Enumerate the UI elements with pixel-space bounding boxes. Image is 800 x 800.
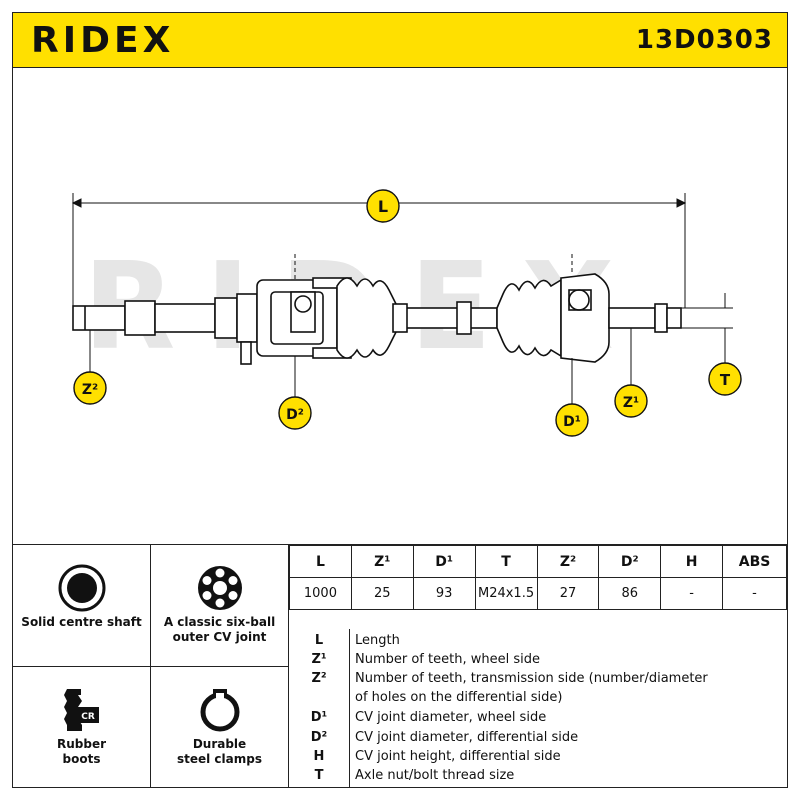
driveshaft-drawing: RIDEX	[71, 189, 742, 437]
product-sheet: RIDEX 13D0303 RIDEX	[12, 12, 788, 788]
spec-value: 25	[350, 577, 414, 610]
spec-header-row: L Z¹ D¹ T Z² D² H ABS	[289, 545, 787, 578]
legend-desc: of holes on the differential side)	[355, 690, 563, 705]
header-bar: RIDEX 13D0303	[13, 13, 787, 68]
steel-clamp-icon	[200, 689, 240, 732]
spec-value: -	[660, 577, 724, 610]
svg-text:L: L	[378, 197, 388, 216]
spec-header: H	[660, 545, 724, 578]
legend-key: D¹	[310, 710, 328, 725]
spec-value: 93	[412, 577, 476, 610]
solid-shaft-icon	[58, 564, 106, 612]
legend-divider	[349, 629, 350, 787]
legend-desc: Number of teeth, transmission side (numb…	[355, 671, 708, 686]
feature-solid-shaft: Solid centre shaft	[13, 545, 151, 667]
centre-shaft	[396, 307, 498, 329]
spec-header: ABS	[722, 545, 787, 578]
svg-text:T: T	[720, 371, 731, 389]
callout-d1: D¹	[555, 403, 589, 437]
driveshaft	[72, 273, 682, 365]
spec-value: 1000	[289, 577, 352, 610]
spec-value: 86	[598, 577, 662, 610]
legend-key: Z²	[311, 671, 327, 686]
callout-d2: D²	[278, 396, 312, 430]
callout-t: T	[708, 362, 742, 396]
svg-text:Z¹: Z¹	[623, 395, 639, 411]
brand-logo: RIDEX	[31, 22, 174, 58]
svg-text:D²: D²	[286, 407, 304, 423]
legend-key: L	[314, 633, 324, 648]
rubber-boot-icon: CR	[64, 689, 99, 731]
spec-header: Z¹	[350, 545, 414, 578]
svg-text:CR: CR	[81, 712, 95, 722]
outer-cv-joint	[560, 273, 610, 363]
legend-row: T Axle nut/bolt thread size	[289, 768, 787, 787]
spec-value: -	[722, 577, 787, 610]
feature-label: Rubber boots	[56, 737, 107, 766]
legend-desc: Axle nut/bolt thread size	[355, 768, 515, 783]
legend-key: Z¹	[311, 652, 327, 667]
legend-desc: CV joint diameter, differential side	[355, 730, 579, 745]
legend-desc: CV joint height, differential side	[355, 749, 561, 764]
wheel-side-stub	[608, 307, 656, 329]
part-number: 13D0303	[635, 25, 773, 55]
svg-text:RIDEX: RIDEX	[31, 22, 174, 58]
spec-value-row: 1000 25 93 M24x1.5 27 86 - -	[289, 577, 787, 610]
spec-header: D²	[598, 545, 662, 578]
legend-key: D²	[310, 730, 328, 745]
spec-header: L	[289, 545, 352, 578]
spec-value: 27	[536, 577, 600, 610]
legend-row: H CV joint height, differential side	[289, 749, 787, 769]
callout-l: L	[366, 189, 400, 223]
bottom-section: Solid centre shaft A classic six-ball ou…	[13, 544, 787, 787]
legend-row: of holes on the differential side)	[289, 690, 787, 710]
six-ball-joint-icon	[198, 566, 242, 610]
legend-key: H	[313, 749, 325, 764]
legend-desc: CV joint diameter, wheel side	[355, 710, 547, 725]
spec-header: T	[474, 545, 538, 578]
callout-z2: Z²	[73, 371, 107, 405]
legend-row: Z¹ Number of teeth, wheel side	[289, 652, 787, 672]
inner-boot	[336, 277, 398, 359]
legend-row: Z² Number of teeth, transmission side (nu…	[289, 671, 787, 691]
spec-table: L Z¹ D¹ T Z² D² H ABS 1000 25 93 M24x1.5…	[289, 545, 787, 610]
legend-row: L Length	[289, 633, 787, 653]
outer-boot	[496, 278, 562, 358]
legend-desc: Number of teeth, wheel side	[355, 652, 540, 667]
spec-value: M24x1.5	[474, 577, 538, 610]
feature-six-ball-joint: A classic six-ball outer CV joint	[151, 545, 289, 667]
feature-steel-clamps: Durable steel clamps	[151, 667, 289, 787]
svg-text:D¹: D¹	[563, 414, 581, 430]
legend-row: D¹ CV joint diameter, wheel side	[289, 710, 787, 730]
left-spline-stub	[72, 305, 126, 331]
legend: L Length Z¹ Number of teeth, wheel side Z²…	[289, 629, 787, 787]
callout-z1: Z¹	[614, 384, 648, 418]
spec-header: D¹	[412, 545, 476, 578]
feature-label: Durable steel clamps	[176, 737, 262, 766]
legend-row: D² CV joint diameter, differential side	[289, 730, 787, 750]
svg-text:Z²: Z²	[82, 382, 98, 398]
feature-rubber-boots: CR Rubber boots	[13, 667, 151, 787]
spec-header: Z²	[536, 545, 600, 578]
feature-label: A classic six-ball outer CV joint	[163, 615, 276, 644]
legend-key: T	[314, 768, 324, 783]
feature-label: Solid centre shaft	[21, 615, 142, 629]
legend-desc: Length	[355, 633, 400, 648]
